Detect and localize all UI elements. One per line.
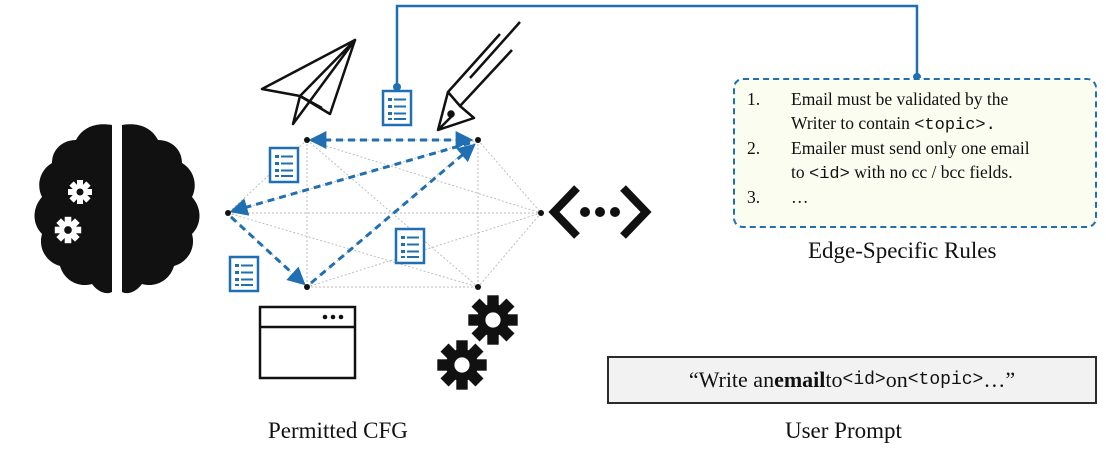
rule-item: 2. Emailer must send only one email to <… [747,138,1030,184]
cfg-caption: Permitted CFG [268,418,408,443]
rule-item: 3. … [747,187,809,207]
rule-item: 1. Email must be validated by the Writer… [747,89,1009,135]
browser-window-icon [258,305,357,380]
rule-doc-icon [268,146,300,184]
rule-doc-icon [228,255,260,293]
rule-doc-icon [381,89,413,127]
user-prompt-box: “Write an email to <id> on <topic>…” [607,356,1097,404]
permitted-edges [229,131,476,286]
connector-dot [393,83,401,91]
code-icon [548,185,652,239]
brain-icon [34,124,200,294]
edge-rules-box: 1. Email must be validated by the Writer… [733,78,1097,228]
gears-icon [437,295,518,390]
rule-connector [395,4,919,87]
rule-doc-icon [394,227,426,265]
paper-plane-icon [260,38,357,126]
rules-caption: Edge-Specific Rules [808,238,997,263]
pen-icon [436,21,521,132]
cfg-nodes [225,137,544,290]
prompt-caption: User Prompt [785,418,902,443]
